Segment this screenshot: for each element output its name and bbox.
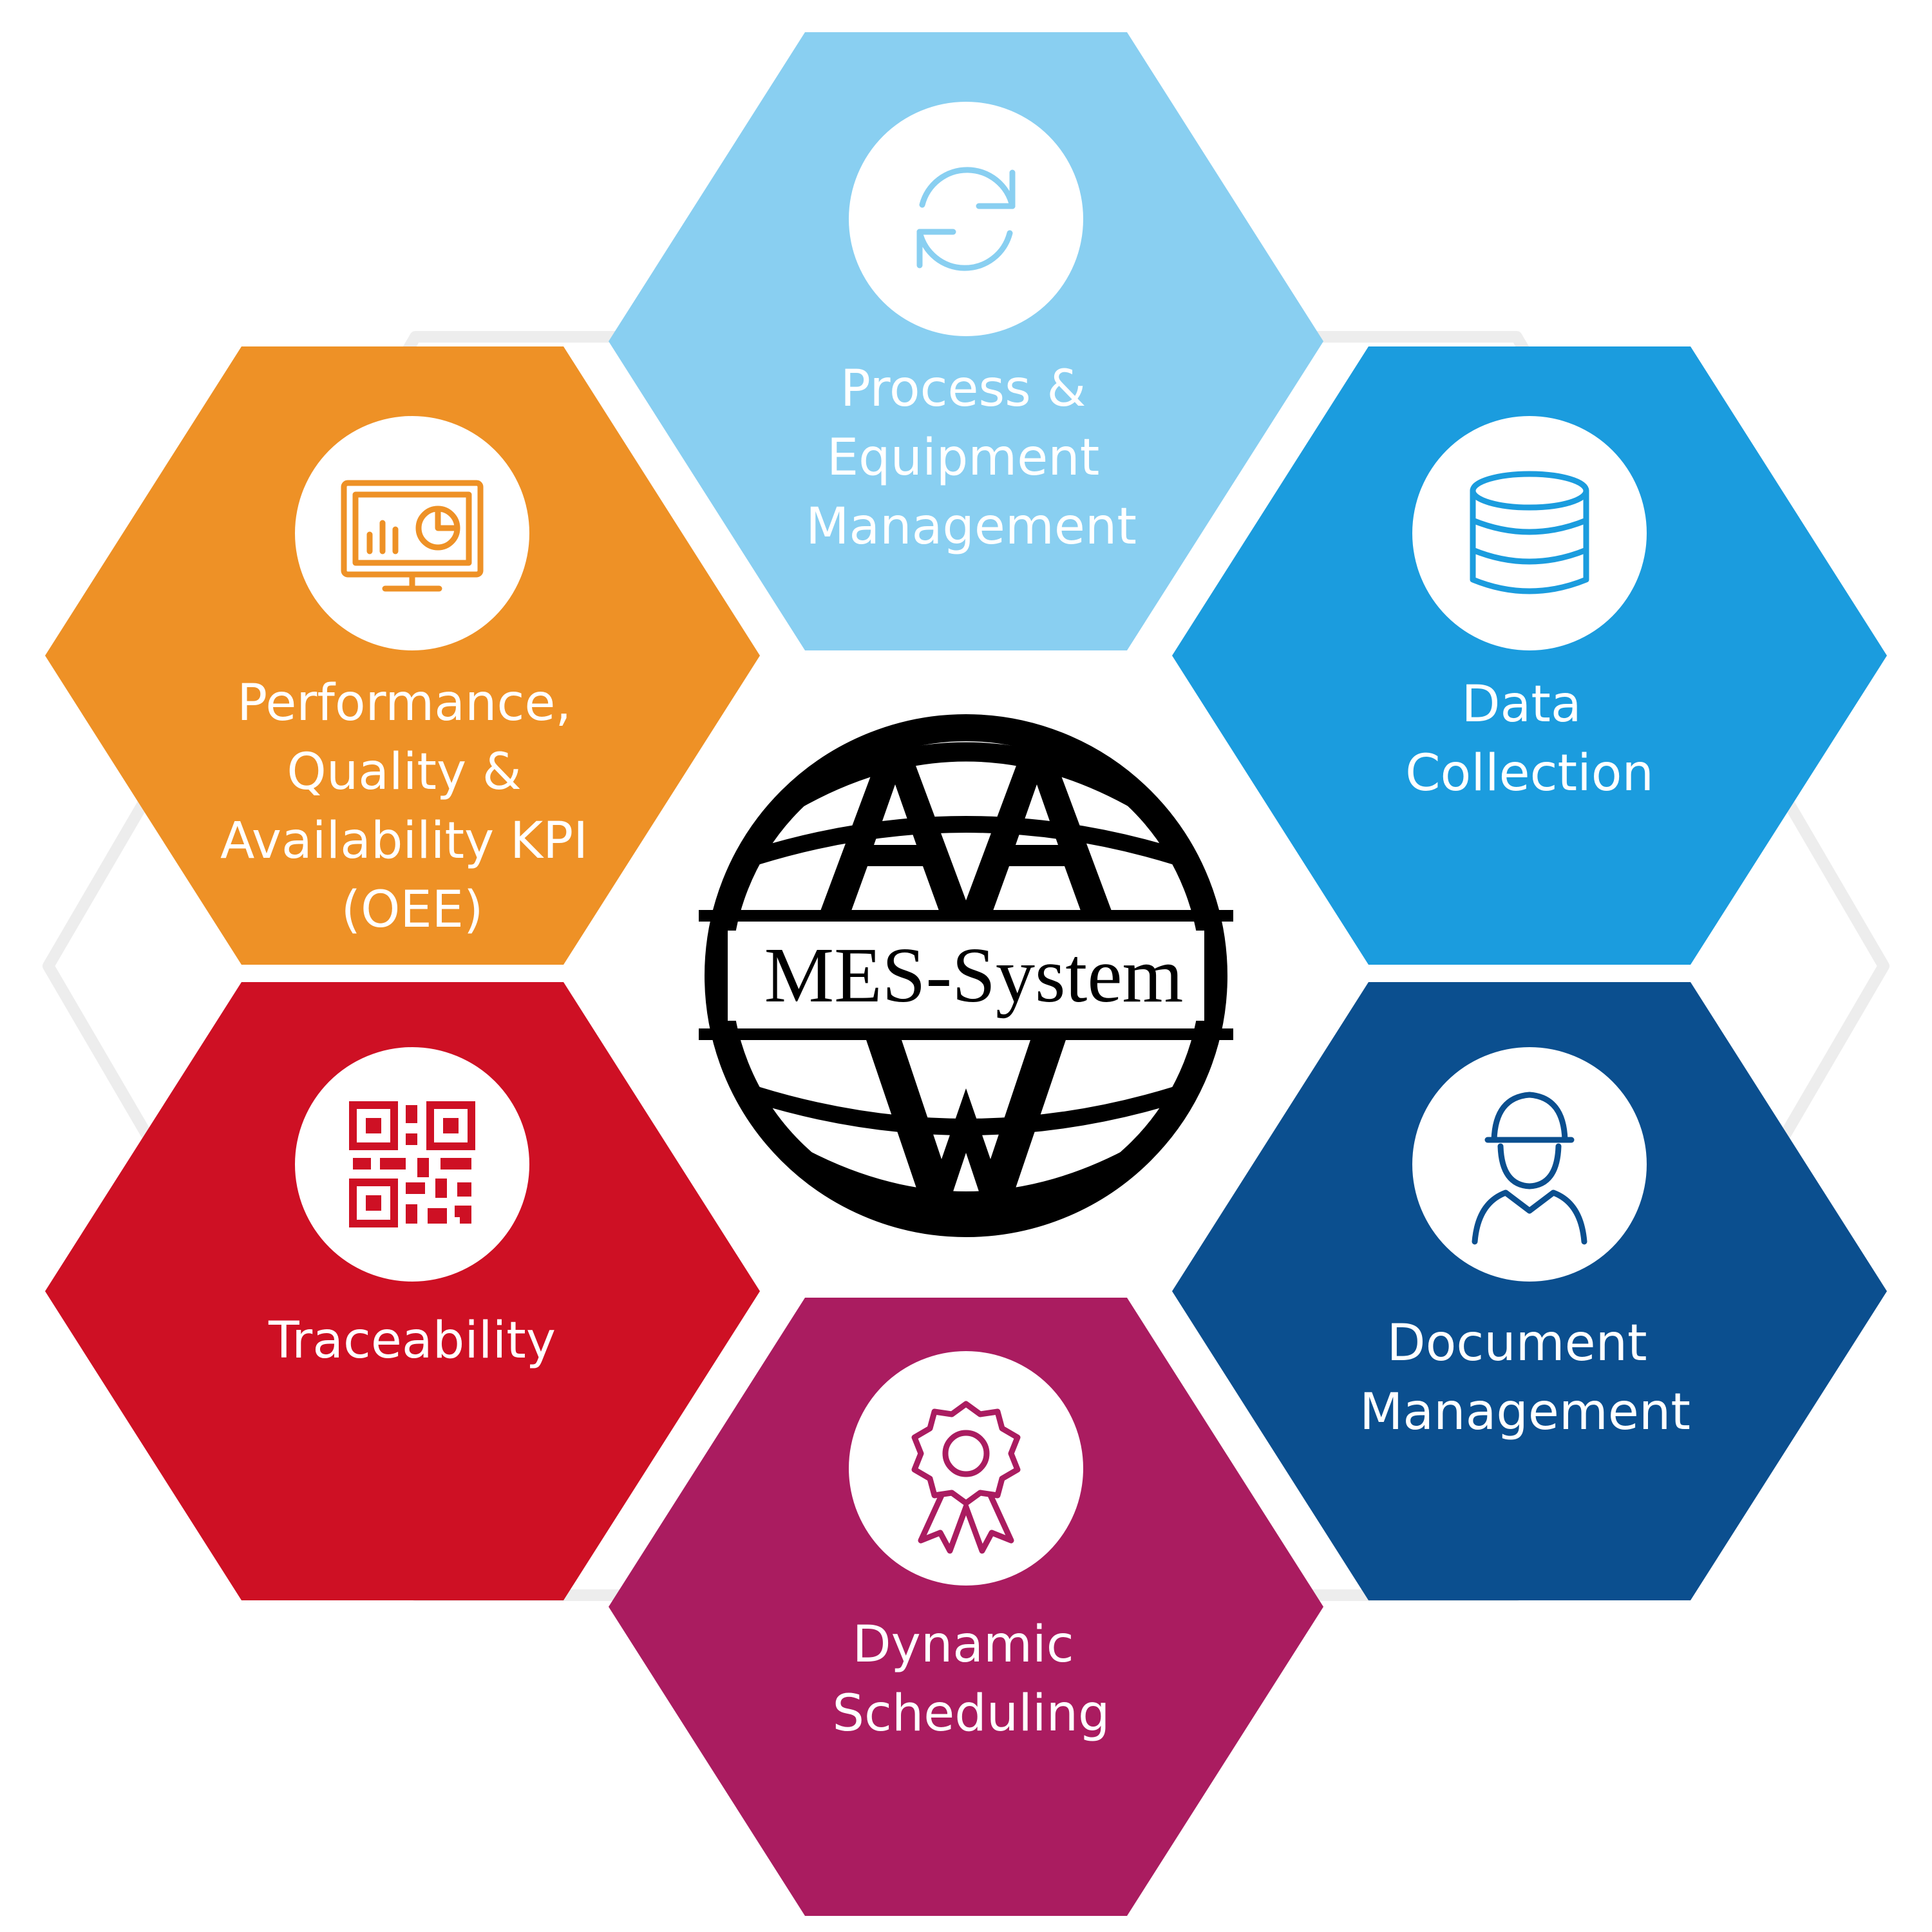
module-label: Document Management (1359, 1314, 1690, 1441)
worker-avatar-icon (1472, 1092, 1587, 1245)
label-line-4: (OEE) (341, 881, 484, 939)
icon-circle (849, 102, 1083, 336)
label-line-1: Data (1461, 676, 1581, 734)
center-title: MES-System (764, 932, 1184, 1019)
icon-circle (295, 416, 529, 650)
monitor-chart-icon (341, 480, 484, 592)
globe-aw-logo-icon (699, 714, 1233, 1237)
refresh-cycle-icon (916, 167, 1016, 271)
hexagon-process-equipment-management[interactable]: Process & Equipment Management (609, 32, 1323, 650)
qr-code-icon (349, 1101, 475, 1227)
module-label: Process & Equipment Management (806, 360, 1137, 556)
hexagon-shape (609, 1298, 1323, 1916)
label-line-2: Management (1359, 1383, 1690, 1441)
label-line-1: Traceability (268, 1312, 556, 1370)
module-label: Data Collection (1405, 676, 1654, 802)
icon-circle (849, 1351, 1083, 1586)
module-label: Performance, Quality & Availability KPI … (220, 674, 604, 939)
label-line-2: Collection (1405, 744, 1654, 802)
label-line-1: Process & (840, 360, 1086, 418)
hexagon-traceability[interactable]: Traceability (45, 982, 760, 1600)
hexagon-shape (1172, 982, 1887, 1600)
label-line-2: Quality & (287, 743, 521, 801)
label-line-3: Availability KPI (220, 812, 588, 870)
label-line-1: Dynamic (853, 1616, 1074, 1674)
database-icon (1470, 471, 1589, 594)
hexagon-data-collection[interactable]: Data Collection (1172, 346, 1887, 965)
label-line-3: Management (806, 498, 1137, 556)
hexagon-shape (609, 32, 1323, 650)
hexagon-shape (45, 982, 760, 1600)
center-logo: MES-System (699, 714, 1233, 1237)
hexagon-performance-quality-availability-kpi[interactable]: Performance, Quality & Availability KPI … (45, 346, 760, 965)
icon-circle (295, 1047, 529, 1282)
label-line-1: Document (1387, 1314, 1647, 1372)
hexagon-shape (1172, 346, 1887, 965)
icon-circle (1412, 1047, 1647, 1282)
hexagon-document-management[interactable]: Document Management (1172, 982, 1887, 1600)
hexagon-dynamic-scheduling[interactable]: Dynamic Scheduling (609, 1298, 1323, 1916)
hexagon-shape (45, 346, 760, 965)
label-line-2: Equipment (827, 429, 1099, 487)
label-line-2: Scheduling (832, 1685, 1110, 1743)
label-line-1: Performance, (237, 674, 571, 732)
award-ribbon-icon (911, 1401, 1021, 1554)
module-label: Traceability (268, 1312, 556, 1370)
module-label: Dynamic Scheduling (832, 1616, 1110, 1743)
